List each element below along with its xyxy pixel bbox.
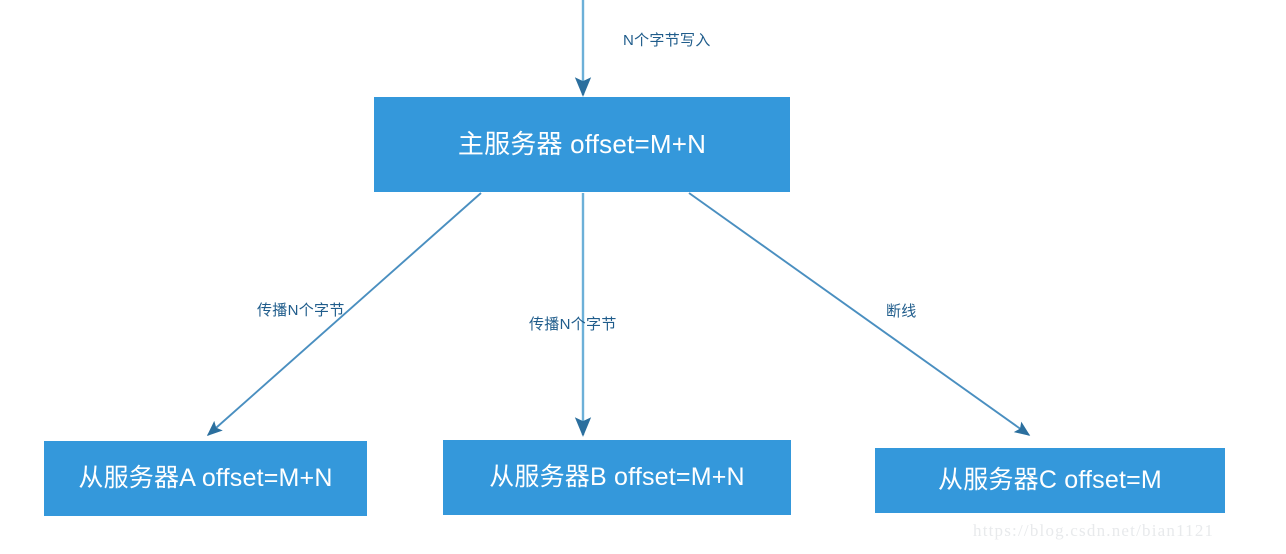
edge-label-propagate-a: 传播N个字节 — [257, 302, 345, 319]
edge-label-propagate-b: 传播N个字节 — [529, 316, 617, 333]
node-slave-server-c-label: 从服务器C offset=M — [938, 465, 1162, 494]
edge-label-write-in: N个字节写入 — [623, 32, 711, 49]
watermark-url: https://blog.csdn.net/bian1121 — [973, 521, 1215, 540]
node-slave-server-b[interactable]: 从服务器B offset=M+N — [443, 440, 791, 515]
edge-disconnect-line — [688, 192, 1031, 436]
node-slave-server-c[interactable]: 从服务器C offset=M — [875, 448, 1225, 513]
node-slave-server-a-label: 从服务器A offset=M+N — [78, 463, 333, 492]
node-slave-server-b-label: 从服务器B offset=M+N — [489, 462, 745, 491]
node-slave-server-a[interactable]: 从服务器A offset=M+N — [44, 441, 367, 516]
edge-prop-a-line — [206, 192, 482, 437]
edge-label-disconnect: 断线 — [886, 303, 917, 320]
node-master-server[interactable]: 主服务器 offset=M+N — [374, 97, 790, 192]
node-master-server-label: 主服务器 offset=M+N — [457, 129, 707, 160]
